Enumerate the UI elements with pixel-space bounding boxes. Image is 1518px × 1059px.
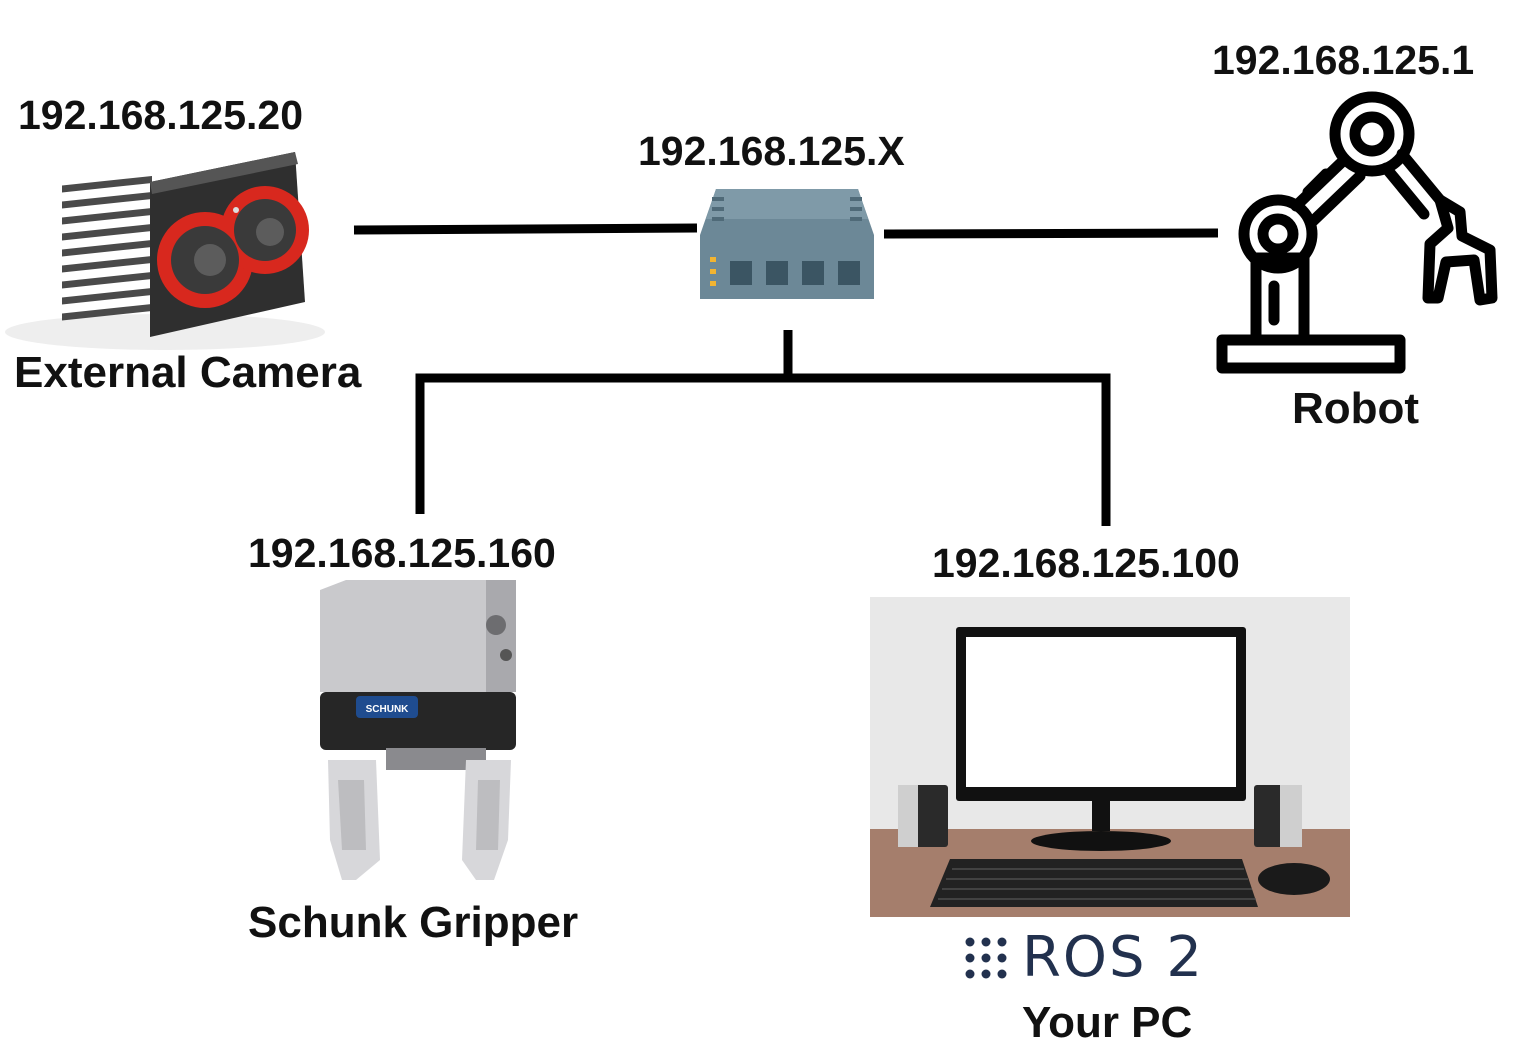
wire-switch-robot	[883, 228, 1219, 239]
gripper-brand-label: SCHUNK	[366, 704, 410, 715]
stereo-camera-icon	[5, 152, 325, 350]
pc-name-label: Your PC	[1022, 998, 1193, 1047]
switch-ip-label: 192.168.125.X	[638, 128, 905, 174]
desktop-pc-icon	[870, 597, 1350, 917]
robot-name-label: Robot	[1292, 384, 1420, 433]
wire-camera-switch	[353, 223, 698, 235]
gripper-ip-label: 192.168.125.160	[248, 530, 556, 576]
robot-arm-icon	[1216, 91, 1498, 374]
ros2-logo: ROS 2	[964, 928, 1204, 988]
ros2-logo-text: ROS 2	[1022, 925, 1204, 990]
ros-dots-icon	[965, 937, 1007, 979]
robot-ip-label: 192.168.125.1	[1212, 37, 1475, 83]
schunk-gripper-icon: SCHUNK	[320, 580, 516, 880]
camera-name-label: External Camera	[14, 348, 362, 397]
camera-ip-label: 192.168.125.20	[18, 92, 303, 138]
gripper-name-label: Schunk Gripper	[248, 898, 579, 947]
pc-ip-label: 192.168.125.100	[932, 540, 1240, 586]
wire-bus	[415, 373, 1111, 526]
network-switch-icon	[700, 189, 874, 299]
